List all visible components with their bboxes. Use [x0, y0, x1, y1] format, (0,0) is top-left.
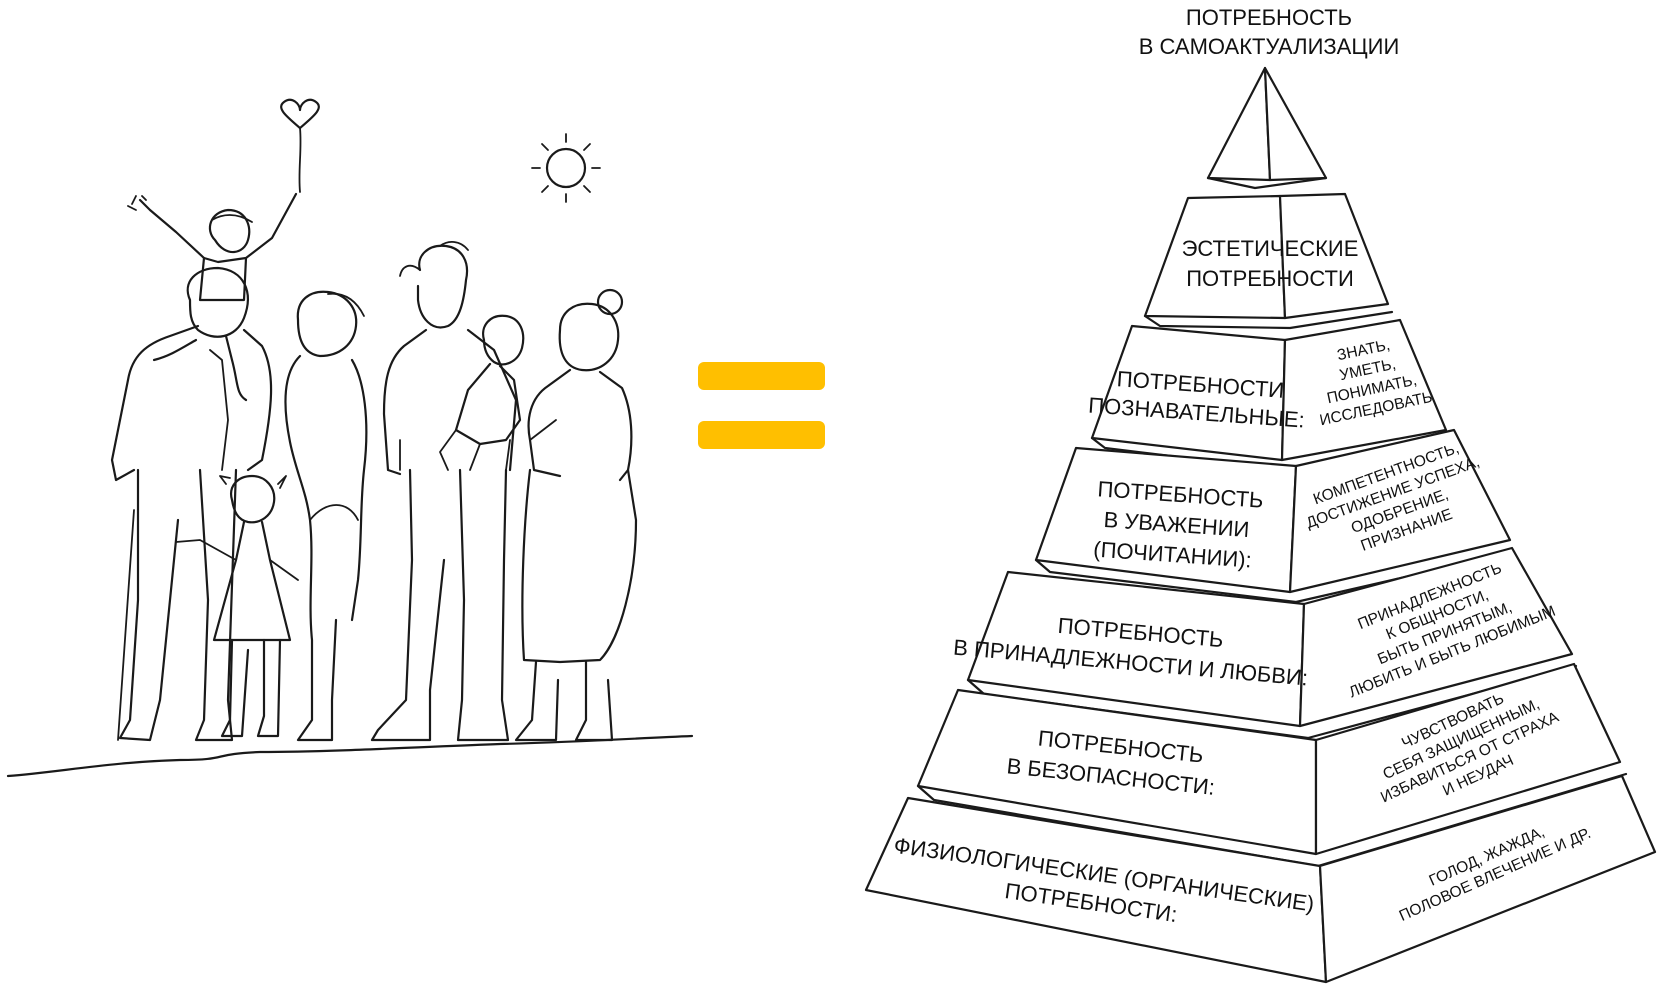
mother-figure — [284, 290, 368, 742]
heart-balloon-icon — [280, 98, 320, 193]
family-illustration — [6, 98, 694, 778]
level-aesthetic-title-1: ЭСТЕТИЧЕСКИЕ — [1182, 236, 1359, 261]
baby-figure — [439, 314, 525, 471]
pyramid-level-belonging: ПОТРЕБНОСТЬ В ПРИНАДЛЕЖНОСТИ И ЛЮБВИ: ПР… — [952, 546, 1578, 740]
pyramid-level-aesthetic: ЭСТЕТИЧЕСКИЕ ПОТРЕБНОСТИ — [1143, 192, 1394, 330]
pyramid-level-cognitive: ПОТРЕБНОСТИ ПОЗНАВАТЕЛЬНЫЕ: ЗНАТЬ, УМЕТЬ… — [1088, 318, 1452, 472]
father-figure — [370, 241, 518, 742]
level-aesthetic-title-2: ПОТРЕБНОСТИ — [1186, 266, 1354, 291]
child-figure — [127, 192, 298, 302]
pyramid-level-physiological: ФИЗИОЛОГИЧЕСКИЕ (ОРГАНИЧЕСКИЕ) ПОТРЕБНОС… — [864, 774, 1657, 984]
apex-label-line1: ПОТРЕБНОСТЬ — [1186, 5, 1352, 30]
sun-icon — [531, 133, 601, 203]
girl-figure — [175, 474, 299, 738]
pyramid-level-safety: ПОТРЕБНОСТЬ В БЕЗОПАСНОСТИ: ЧУВСТВОВАТЬ … — [916, 662, 1628, 868]
ground-line — [6, 734, 694, 778]
equals-bar-bottom — [698, 421, 825, 449]
grandfather-figure — [110, 266, 273, 742]
apex-label-line2: В САМОАКТУАЛИЗАЦИИ — [1139, 34, 1400, 59]
grandmother-figure — [514, 288, 638, 742]
equals-bar-top — [698, 362, 825, 390]
pyramid-apex — [1206, 66, 1328, 190]
